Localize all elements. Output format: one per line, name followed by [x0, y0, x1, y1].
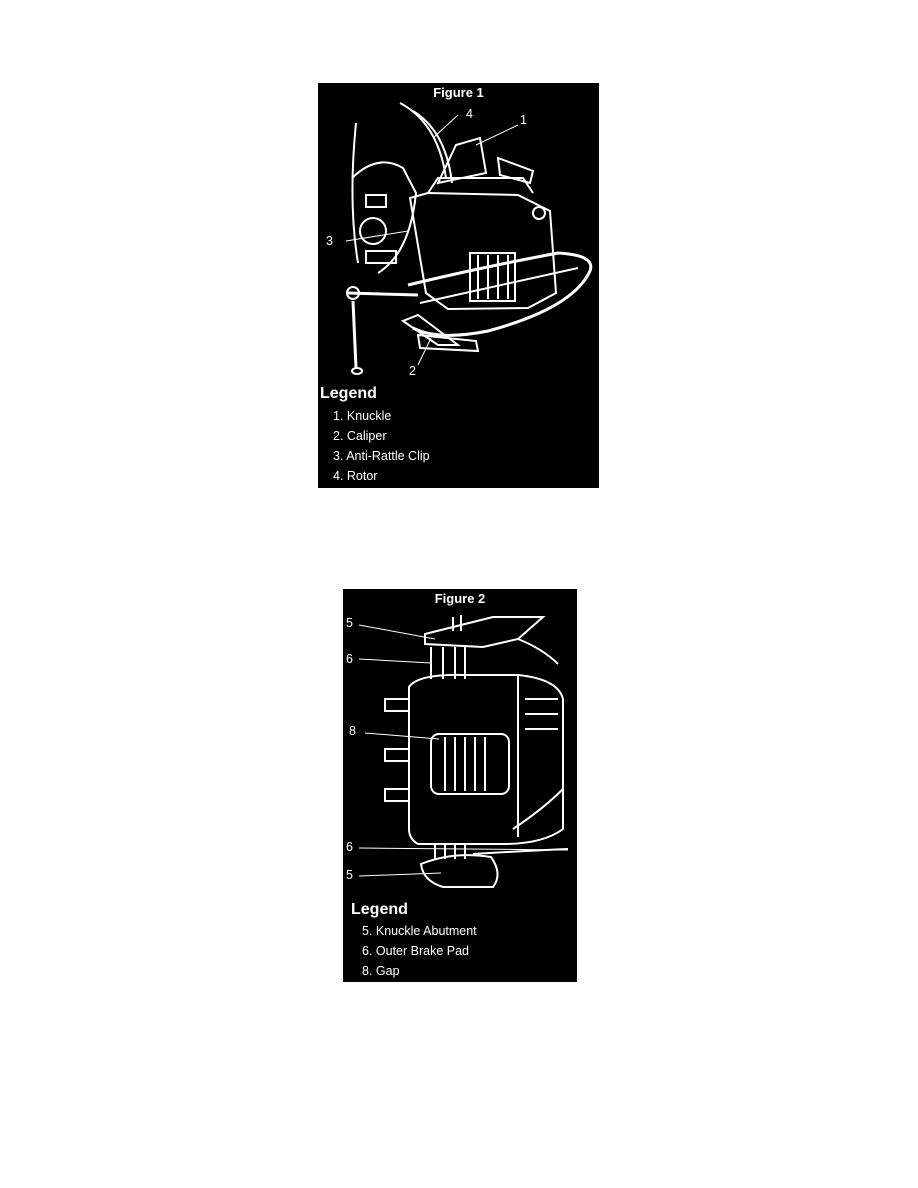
- figure-1-panel: Figure 1: [318, 83, 599, 488]
- callout-8: 8: [349, 724, 356, 738]
- callout-4: 4: [466, 107, 473, 121]
- legend-item-anti-rattle-clip: 3. Anti-Rattle Clip: [333, 449, 430, 463]
- figure-2-panel: Figure 2: [343, 589, 577, 982]
- figure-2-legend-title: Legend: [351, 901, 408, 918]
- caliper-clamp-illustration: [345, 102, 593, 375]
- figure-2-title: Figure 2: [434, 591, 486, 606]
- callout-3: 3: [326, 234, 333, 248]
- callout-2: 2: [409, 364, 416, 378]
- legend-item-caliper: 2. Caliper: [333, 429, 387, 443]
- callout-6-top: 6: [346, 652, 353, 666]
- legend-item-knuckle: 1. Knuckle: [333, 409, 392, 423]
- legend-item-knuckle-abutment: 5. Knuckle Abutment: [362, 924, 477, 938]
- figure-1-title: Figure 1: [433, 85, 484, 100]
- legend-item-gap: 8. Gap: [362, 964, 400, 978]
- figure-1-legend-title: Legend: [320, 385, 377, 402]
- callout-1: 1: [520, 113, 527, 127]
- callout-5-bottom: 5: [346, 868, 353, 882]
- legend-item-outer-brake-pad: 6. Outer Brake Pad: [362, 944, 470, 958]
- callout-5-top: 5: [346, 616, 353, 630]
- callout-6-bottom: 6: [346, 840, 353, 854]
- caliper-gap-illustration: [358, 615, 569, 888]
- legend-item-rotor: 4. Rotor: [333, 469, 378, 483]
